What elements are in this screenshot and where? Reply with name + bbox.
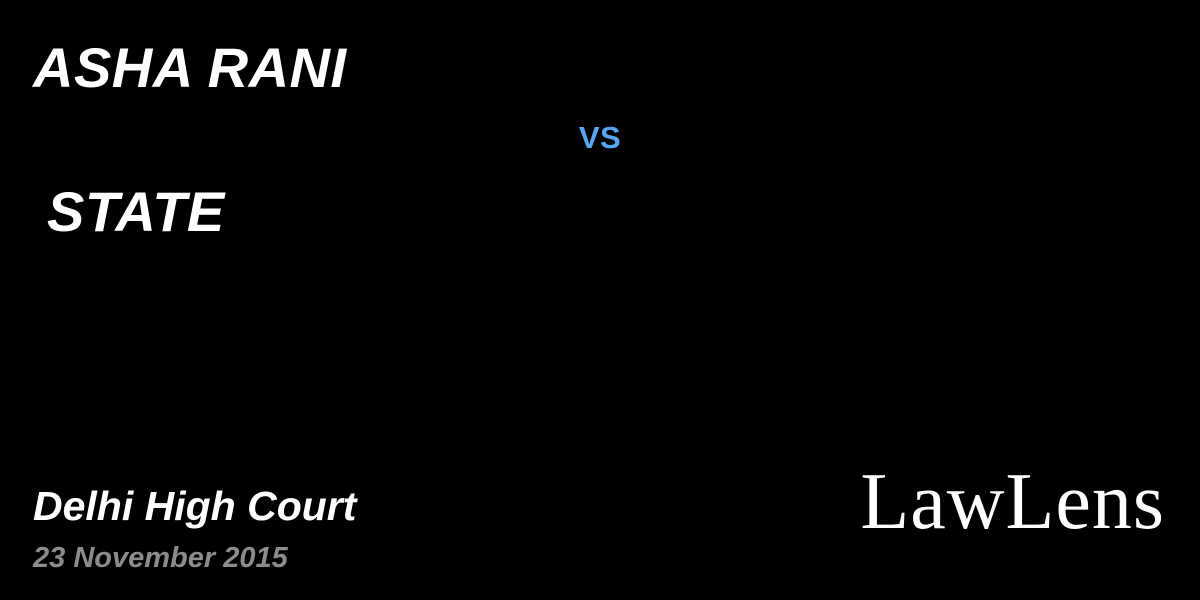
- versus-label: VS: [578, 120, 622, 155]
- court-name: Delhi High Court: [33, 483, 357, 529]
- respondent-name: STATE: [47, 180, 225, 243]
- appellant-name: ASHA RANI: [33, 36, 347, 99]
- judgment-date: 23 November 2015: [33, 542, 288, 574]
- lawlens-logo: LawLens: [860, 458, 1165, 546]
